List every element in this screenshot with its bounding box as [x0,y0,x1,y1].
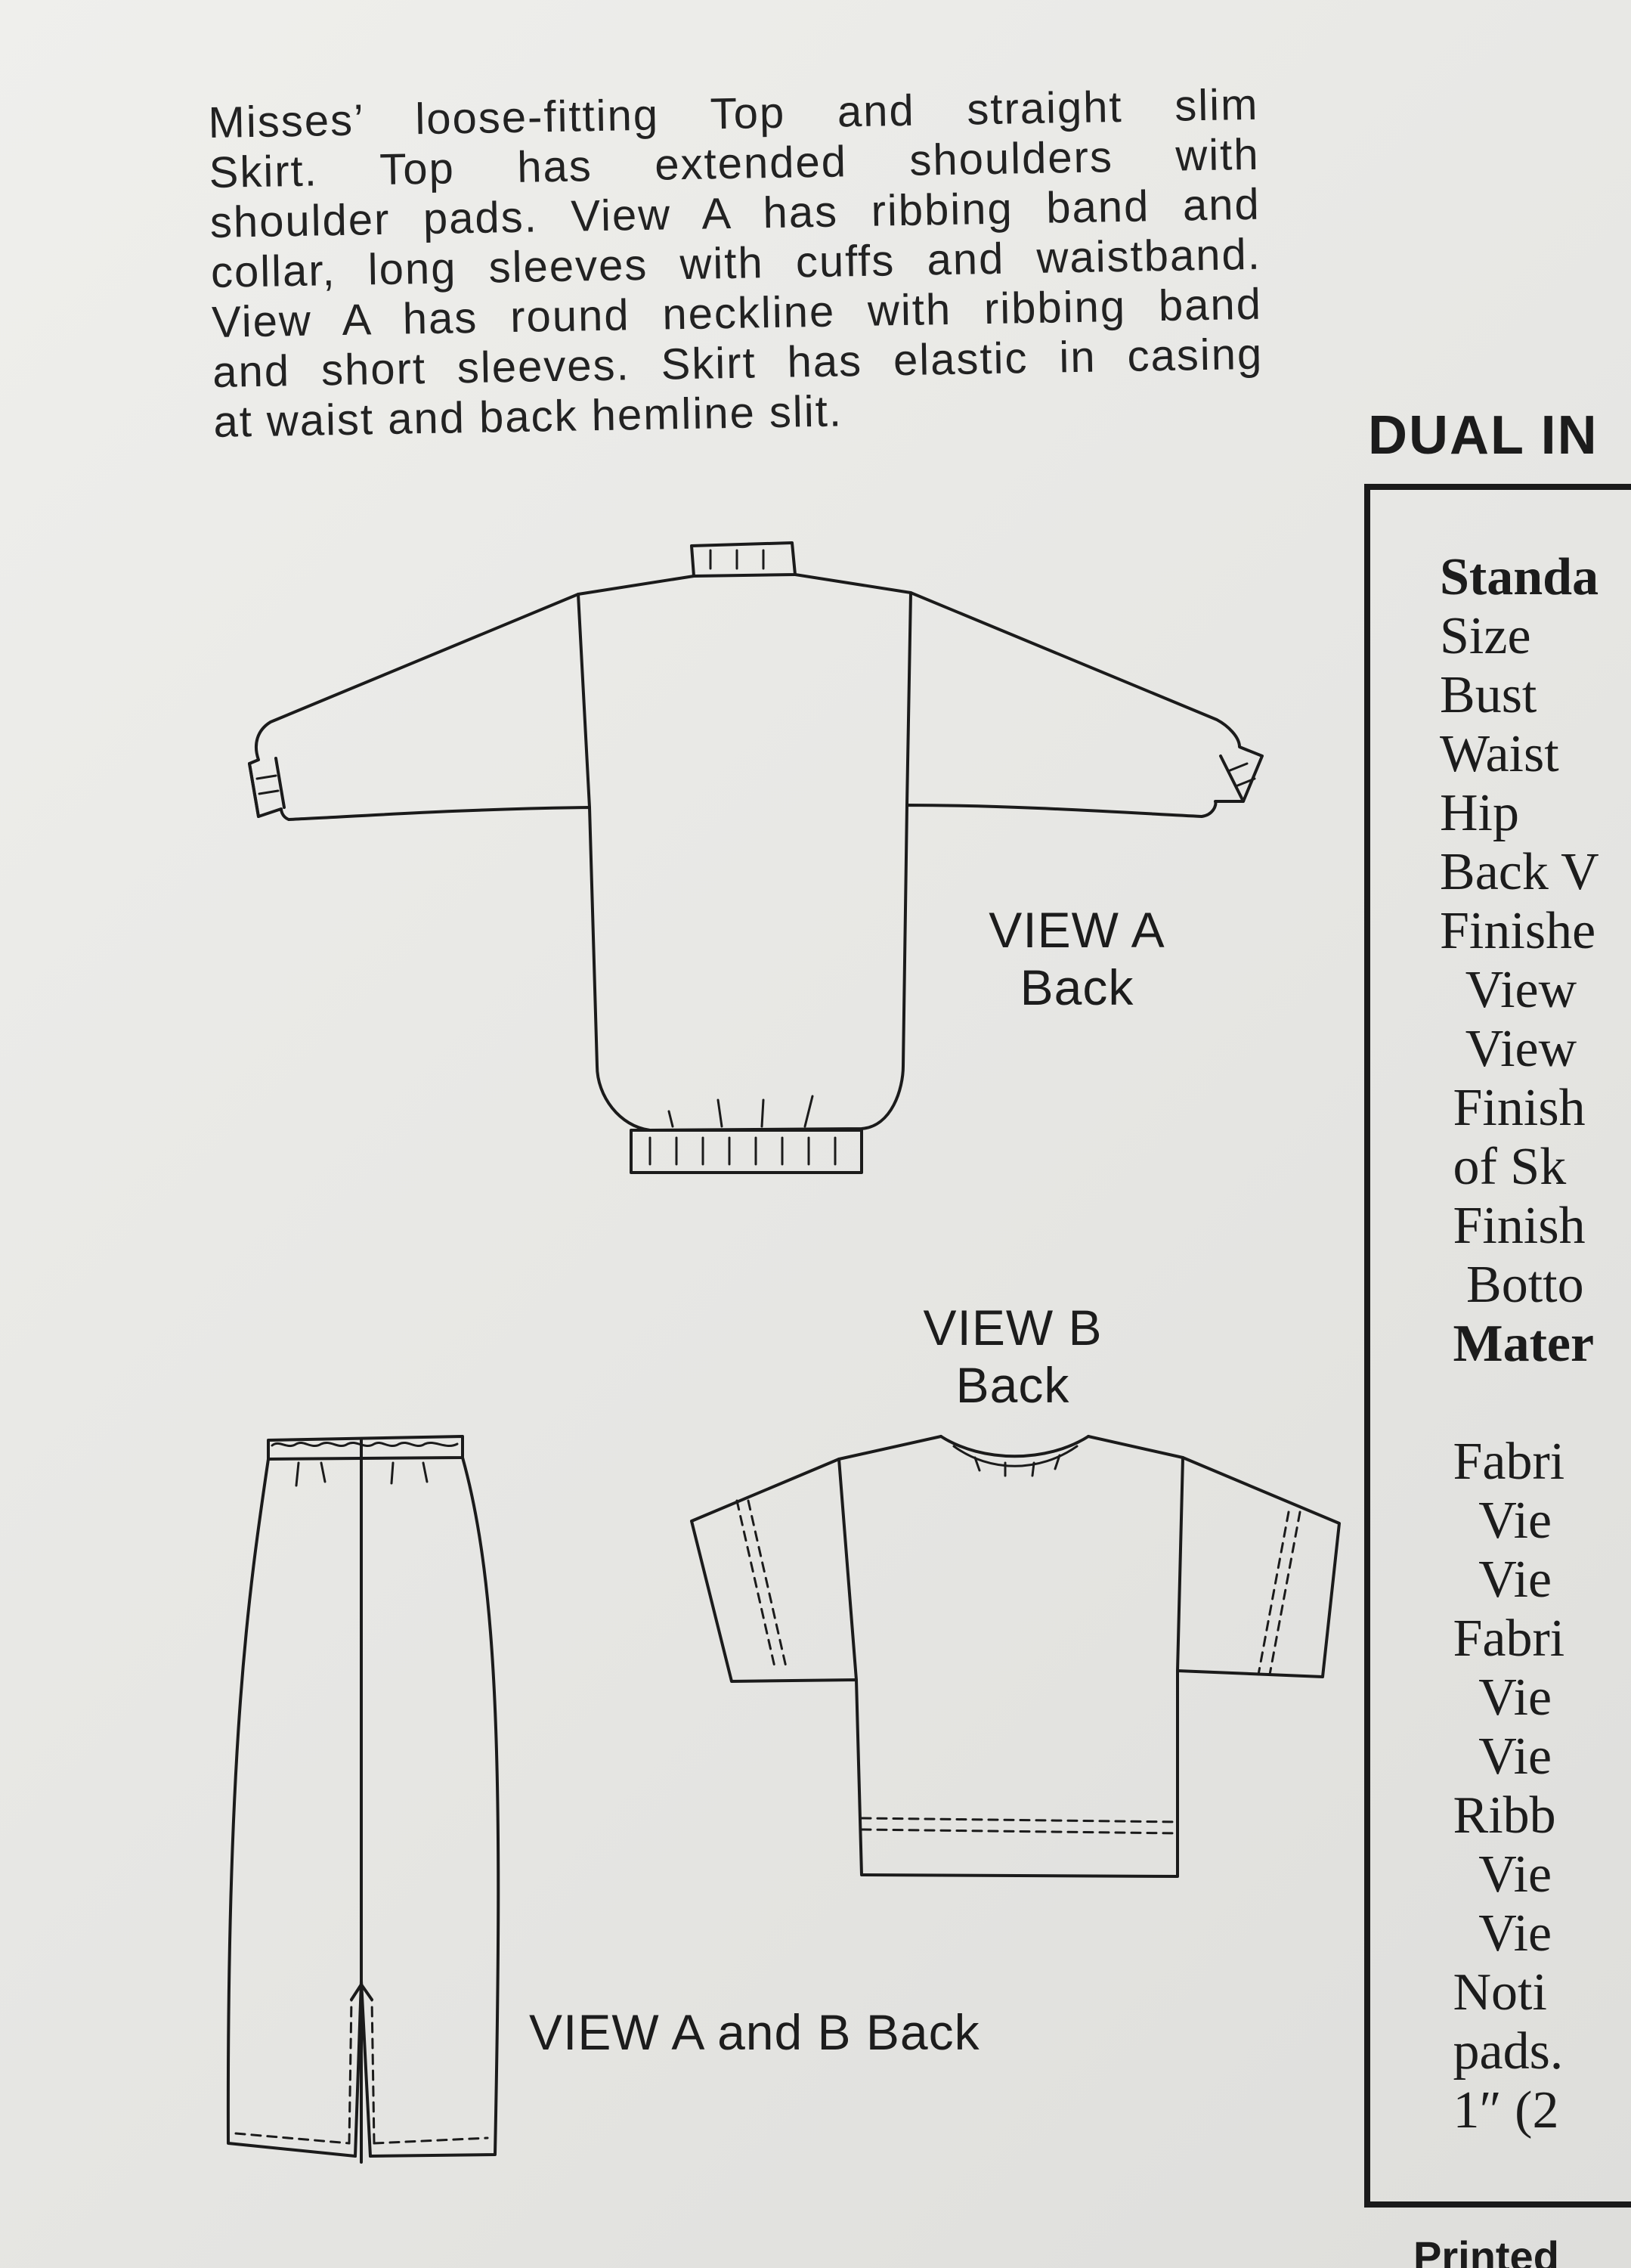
view-b-caption-line2: Back [955,1357,1070,1413]
chart-row: Vie [1440,1845,1552,1904]
view-a-caption-line2: Back [1020,959,1134,1015]
chart-row: Ribb [1440,1786,1556,1845]
printed-footer: Printed [1413,2232,1559,2268]
chart-row-standard: Standa [1440,548,1599,606]
chart-row: Noti [1440,1963,1547,2022]
chart-row: Fabri [1440,1610,1565,1668]
chart-row: Vie [1440,1551,1552,1609]
chart-row: Waist [1440,725,1559,783]
view-ab-caption: VIEW A and B Back [529,2004,980,2060]
chart-row: Bust [1440,666,1537,724]
chart-row: Vie [1440,1904,1552,1963]
chart-row: Size [1440,607,1531,665]
chart-row: View [1440,1020,1577,1078]
view-a-top-drawing [248,541,1264,1174]
chart-row: Hip [1440,784,1519,842]
chart-row: 1″ (2 [1440,2081,1559,2139]
chart-row: of Sk [1440,1138,1567,1196]
view-b-caption: VIEW B Back [892,1299,1134,1414]
chart-row: Back V [1440,843,1599,901]
chart-row-spacer [1440,1374,1631,1433]
chart-row: pads. [1440,2022,1564,2081]
chart-row: Vie [1440,1492,1552,1550]
skirt-drawing [226,1435,500,2164]
chart-row: Finish [1440,1197,1586,1255]
measurement-chart-labels: Standa Size Bust Waist Hip Back V Finish… [1440,548,1631,2140]
view-b-top-drawing [690,1435,1341,1878]
chart-row: Vie [1440,1727,1552,1786]
view-b-caption-line1: VIEW B [923,1300,1103,1356]
chart-row: Finish [1440,1079,1586,1137]
view-a-caption-line1: VIEW A [989,902,1165,958]
chart-row: View [1440,961,1577,1019]
view-a-caption: VIEW A Back [956,901,1198,1016]
measurement-chart-frame [1364,484,1631,2208]
chart-row: Vie [1440,1668,1552,1727]
chart-row: Finishe [1440,902,1596,960]
chart-row-materials: Mater [1440,1315,1595,1373]
chart-row: Fabri [1440,1433,1565,1491]
chart-row: Botto [1440,1256,1584,1314]
dual-sizing-title: DUAL IN [1368,405,1599,466]
